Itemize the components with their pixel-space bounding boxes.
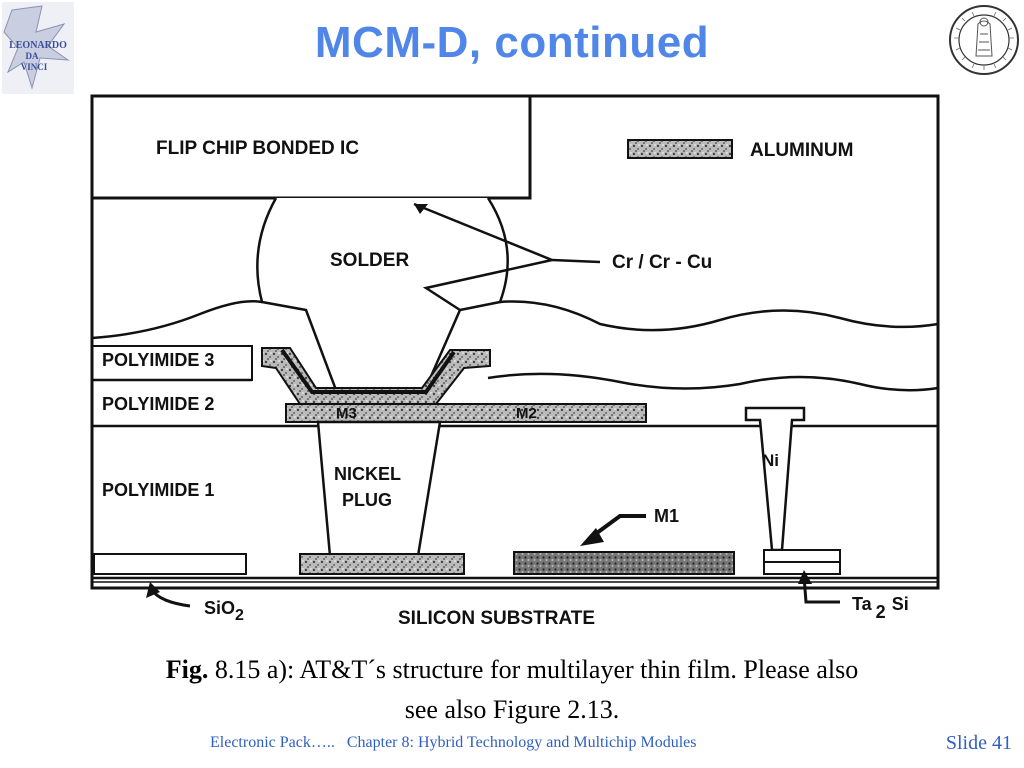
logo-text-2: DA [26, 51, 39, 61]
polyimide2-label: POLYIMIDE 2 [102, 394, 214, 414]
nickel-label: NICKEL [334, 464, 401, 484]
nickel-plug [316, 420, 442, 558]
figure-caption: Fig. 8.15 a): AT&T´s structure for multi… [40, 650, 984, 730]
silicon-substrate-label: SILICON SUBSTRATE [398, 608, 595, 629]
slide-title: MCM-D, continued [314, 18, 710, 67]
aluminum-legend-swatch [627, 139, 733, 159]
flip-chip-ic [90, 94, 532, 200]
m1-pad-under-plug [299, 553, 465, 575]
m1-pad-center [513, 551, 735, 575]
ni-label: Ni [762, 451, 779, 470]
sio2-label: SiO2 [204, 598, 244, 624]
polyimide3-top-boundary [91, 299, 939, 340]
university-seal-logo [949, 5, 1019, 75]
cr-cu-leader-lines [413, 202, 553, 312]
aluminum-legend-label: ALUMINUM [750, 140, 853, 161]
flip-chip-label: FLIP CHIP BONDED IC [156, 138, 359, 159]
caption-lead: Fig. [165, 655, 209, 684]
logo-text-3: VINCI [21, 62, 48, 72]
caption-line-2: see also Figure 2.13. [404, 695, 620, 724]
m1-pad-left [93, 553, 247, 575]
m2-m3-metal-layer [285, 403, 647, 423]
m2-label: M2 [516, 405, 537, 422]
cr-cu-label: Cr / Cr - Cu [612, 252, 712, 273]
leonardo-da-vinci-logo: LEONARDO DA VINCI [2, 2, 74, 94]
caption-text-1: 8.15 a): AT&T´s structure for multilayer… [208, 655, 859, 684]
polyimide3-label: POLYIMIDE 3 [102, 350, 214, 370]
plug-label: PLUG [342, 490, 392, 510]
caption-line-1: Fig. 8.15 a): AT&T´s structure for multi… [40, 650, 984, 690]
slide-footer: Electronic Pack….. Chapter 8: Hybrid Tec… [210, 734, 697, 751]
slide-number: Slide 41 [945, 732, 1012, 754]
solder-label: SOLDER [330, 250, 409, 271]
logo-text-1: LEONARDO [9, 40, 67, 51]
polyimide1-label: POLYIMIDE 1 [102, 480, 214, 500]
m1-label: M1 [654, 506, 679, 526]
m3-label: M3 [336, 405, 357, 422]
mcm-d-cross-section-diagram: FLIP CHIP BONDED IC ALUMINUM SOLDER Cr /… [90, 94, 940, 629]
